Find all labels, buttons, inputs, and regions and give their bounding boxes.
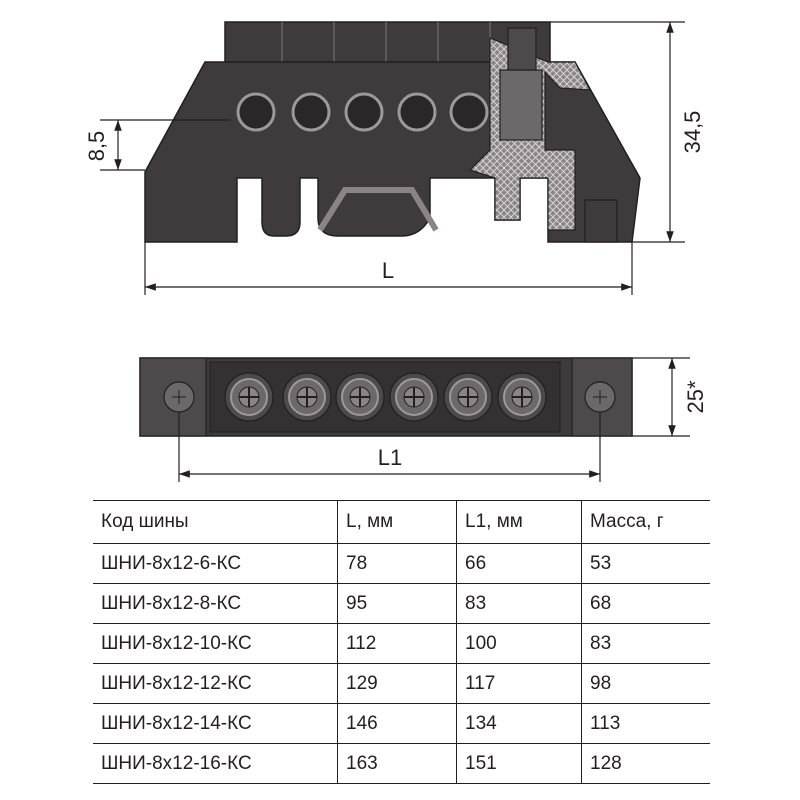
terminal-screw [497,372,547,422]
dimension-25 [632,357,690,437]
cell-code: ШНИ-8х12-6-КС [93,543,338,584]
dimension-L [144,242,633,295]
wire-hole [291,92,331,132]
cell-length: 163 [337,743,457,784]
cell-length: 78 [337,543,457,584]
technical-drawing: 8,5 34,5 L [84,21,708,482]
column-header-mount-length: L1, мм [456,500,582,544]
cell-code: ШНИ-8х12-10-КС [93,623,338,664]
wire-hole [236,92,276,132]
top-view: 25* L1 [139,357,708,482]
cell-mount-length: 134 [456,703,582,744]
dimension-L1 [178,412,601,482]
terminal-screws [224,372,547,422]
wire-hole [344,92,384,132]
cell-length: 95 [337,583,457,624]
cell-length: 112 [337,623,457,664]
cell-mass: 113 [581,703,710,744]
terminal-screw [224,372,274,422]
terminal-screw [443,372,493,422]
cell-code: ШНИ-8х12-12-КС [93,663,338,704]
wire-hole [397,92,437,132]
cell-code: ШНИ-8х12-16-КС [93,743,338,784]
cell-length: 129 [337,663,457,704]
table-header-row: Код шины L, мм L1, мм Масса, г [93,500,710,544]
dimension-label-L1: L1 [378,445,402,470]
cell-mount-length: 151 [456,743,582,784]
busbar-section [499,69,543,141]
mounting-hole-right [584,381,616,413]
terminal-screw [335,372,385,422]
specification-table: Код шины L, мм L1, мм Масса, г ШНИ-8х12-… [93,500,710,784]
table-row: ШНИ-8х12-8-КС 95 83 68 [93,583,710,624]
table-row: ШНИ-8х12-6-КС 78 66 53 [93,543,710,584]
end-insert-section [584,199,618,243]
dimension-8-5 [100,119,230,171]
table-row: ШНИ-8х12-16-КС 163 151 128 [93,743,710,784]
terminal-screw [282,372,332,422]
table-row: ШНИ-8х12-14-КС 146 134 113 [93,703,710,744]
terminal-screw [389,372,439,422]
cell-mount-length: 117 [456,663,582,704]
cell-code: ШНИ-8х12-8-КС [93,583,338,624]
cell-mount-length: 83 [456,583,582,624]
cell-length: 146 [337,703,457,744]
din-rail-profile [317,187,439,232]
dimension-label-8-5: 8,5 [84,131,109,162]
mounting-hole-left [163,381,195,413]
table-row: ШНИ-8х12-10-КС 112 100 83 [93,623,710,664]
dimension-label-25: 25* [683,380,708,413]
wire-holes [236,92,489,132]
column-header-length: L, мм [337,500,457,544]
wire-hole [449,92,489,132]
column-header-mass: Масса, г [581,500,710,544]
cell-mount-length: 100 [456,623,582,664]
cell-mass: 53 [581,543,710,584]
cell-mass: 98 [581,663,710,704]
cell-mass: 128 [581,743,710,784]
dimension-label-34-5: 34,5 [680,111,705,154]
dimension-34-5 [550,21,685,243]
column-header-code: Код шины [93,500,338,544]
cell-mass: 68 [581,583,710,624]
cell-mass: 83 [581,623,710,664]
front-view: 8,5 34,5 L [84,21,705,295]
cell-code: ШНИ-8х12-14-КС [93,703,338,744]
dimension-label-L: L [382,258,394,283]
screw-section [507,27,537,71]
cell-mount-length: 66 [456,543,582,584]
table-row: ШНИ-8х12-12-КС 129 117 98 [93,663,710,704]
